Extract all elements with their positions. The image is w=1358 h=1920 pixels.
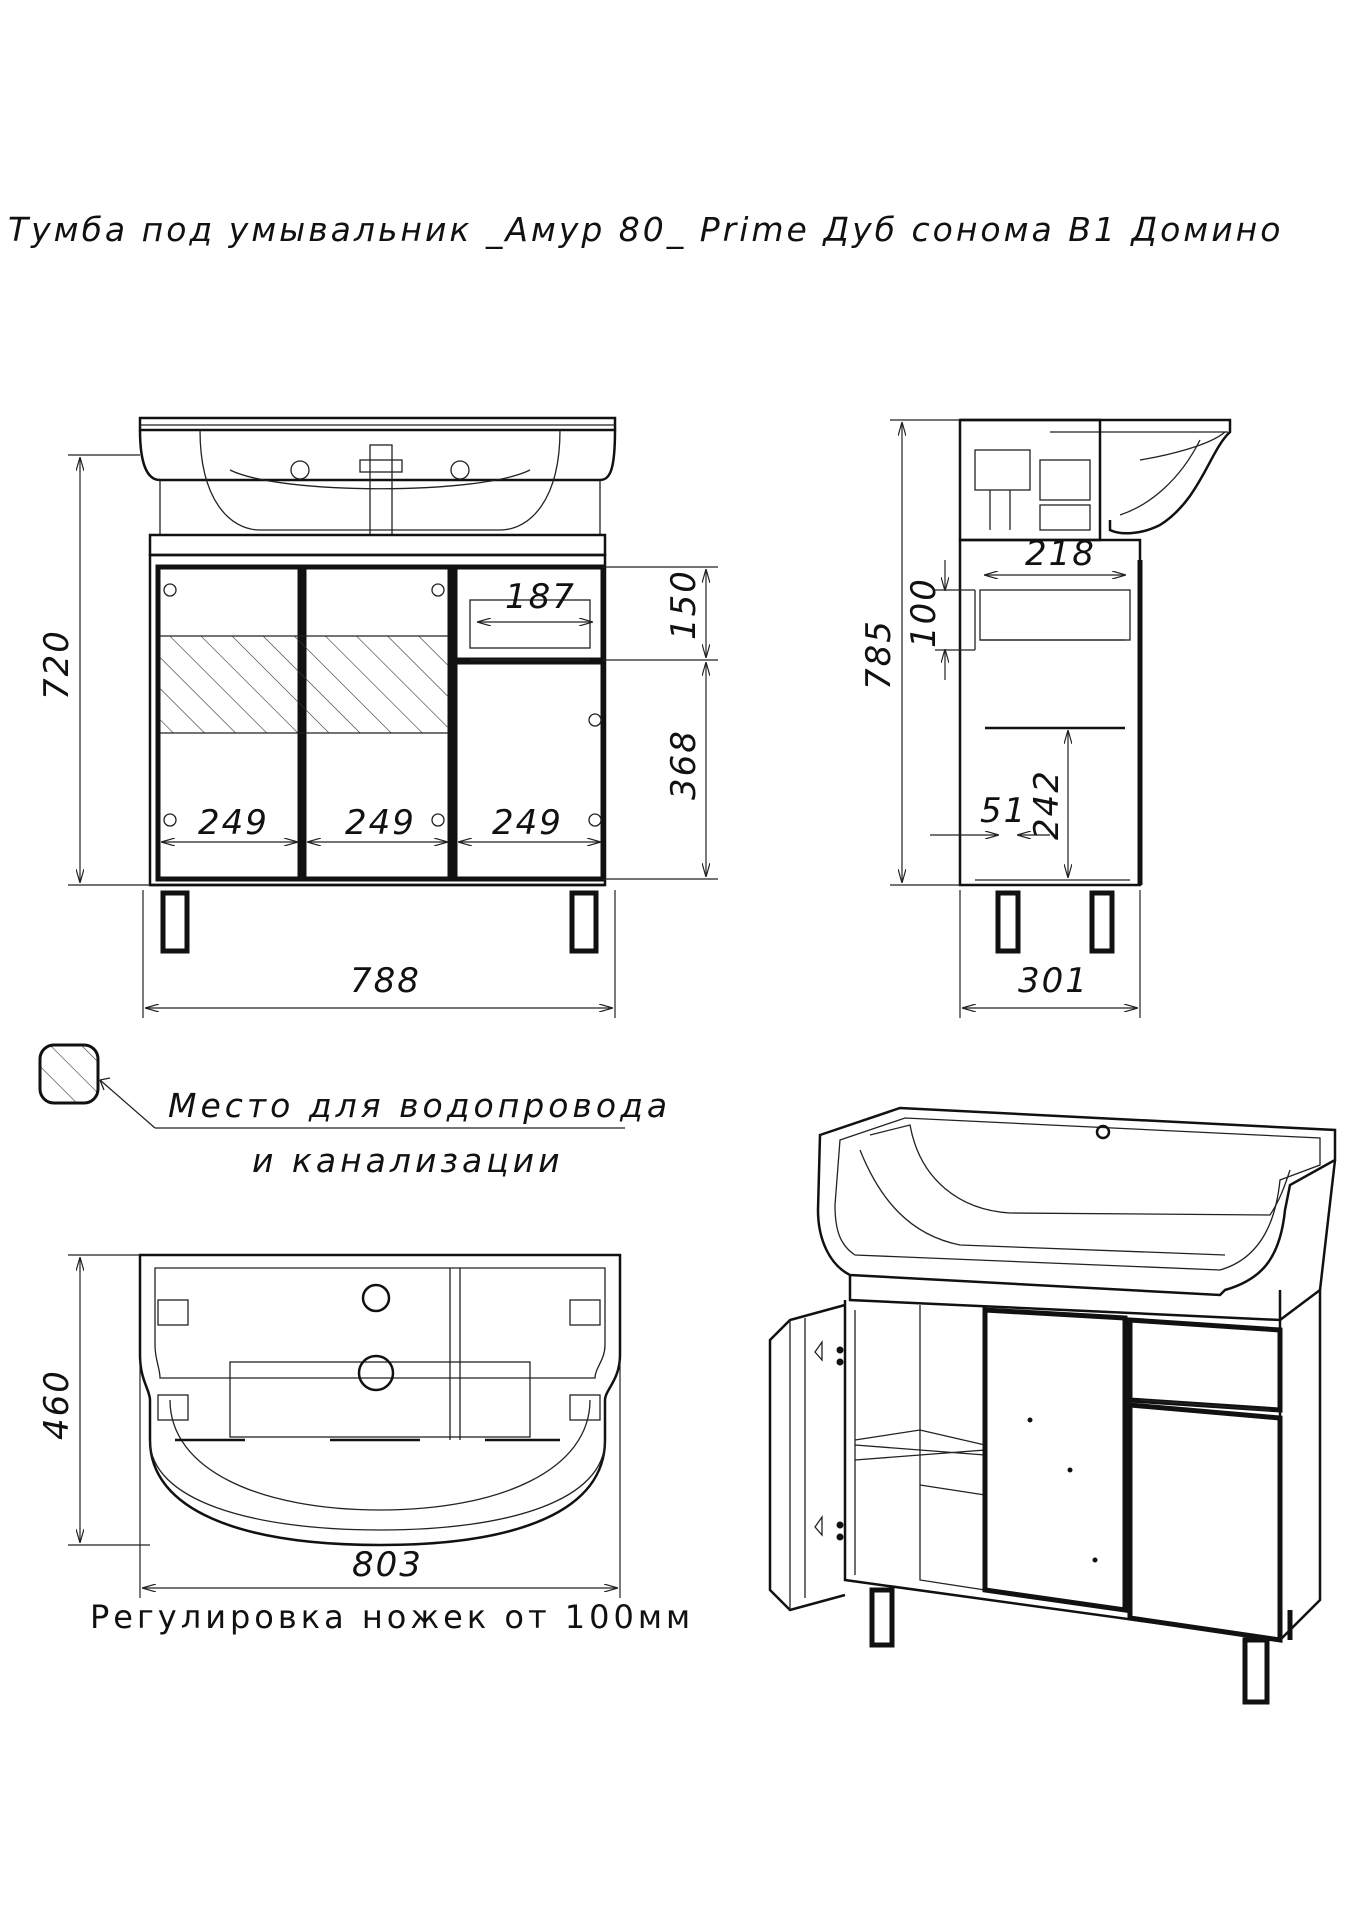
dim-side-leg-offset: 51 [980,791,1027,831]
dim-section-width-2: 249 [345,803,416,843]
dim-drawer-height: 150 [664,569,704,640]
top-view: 460 803 Регулировка ножек от 100мм [37,1253,694,1636]
dim-section-width-3: 249 [492,803,563,843]
dim-top-depth: 460 [37,1369,77,1440]
dim-side-depth: 301 [1018,961,1089,1001]
dim-side-drawer-height: 100 [904,577,944,648]
dim-side-drawer-depth: 218 [1025,534,1096,574]
legend-line-2: и канализации [252,1141,564,1180]
isometric-view [768,1106,1337,1705]
dim-side-height: 785 [859,619,899,690]
dim-front-height: 720 [37,629,77,700]
dim-drawer-width: 187 [505,577,576,617]
legs-adjustment-note: Регулировка ножек от 100мм [90,1598,694,1636]
front-view: 720 788 187 150 368 249 249 249 [37,416,718,1018]
dim-side-shelf-height: 242 [1027,769,1067,840]
side-view: 785 301 218 100 242 51 [859,418,1232,1018]
legend-line-1: Место для водопровода [168,1086,671,1125]
plumbing-legend: Место для водопровода и канализации [38,1043,671,1180]
dim-section-width-1: 249 [198,803,269,843]
drawing-title: Тумба под умывальник _Амур 80_ Prime Дуб… [8,210,1283,249]
dim-lower-door-height: 368 [664,729,704,800]
dim-top-width: 803 [352,1545,423,1585]
dim-front-width: 788 [350,961,421,1001]
